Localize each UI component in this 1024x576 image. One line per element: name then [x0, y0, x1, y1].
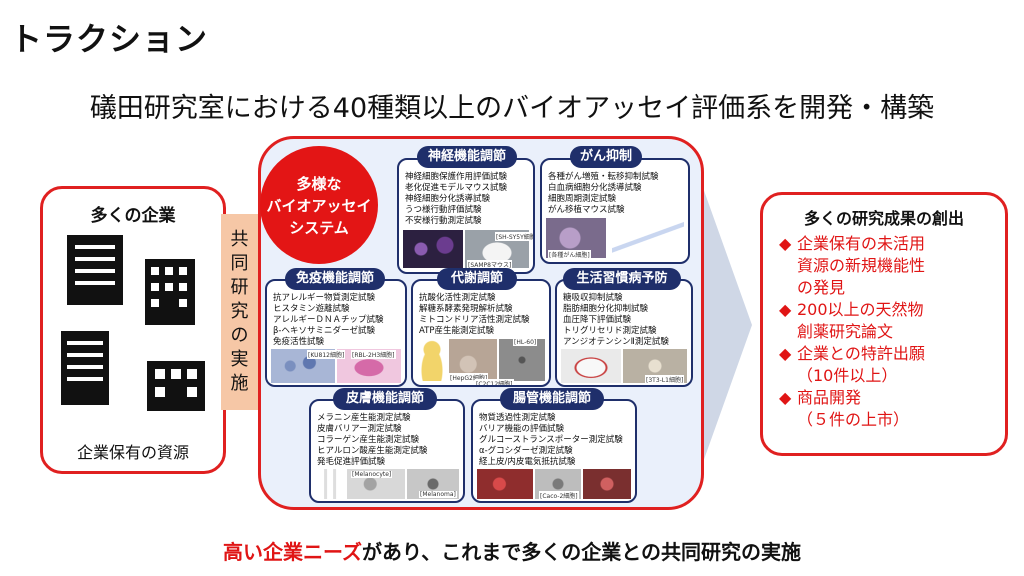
subtitle: 礒田研究室における40種類以上のバイオアッセイ評価系を開発・構築 [89, 93, 935, 124]
panel-immune-title: 免疫機能調節 [285, 268, 385, 290]
skin-tubes-image [315, 469, 345, 499]
result-item: ◆ 企業との特許出願 [779, 344, 925, 363]
bottom-statement: 高い企業ニーズがあり、これまで多くの企業との共同研究の実施 [0, 536, 1024, 565]
panel-lifestyle: 糖吸収抑制試験脂肪細胞分化抑制試験血圧降下評価試験トリグリセリド測定試験アンジオ… [555, 279, 693, 387]
intestine-tissue-image [477, 469, 533, 499]
companies-resources-label: 企業保有の資源 [76, 443, 189, 462]
joint-research-bar [221, 214, 258, 410]
bottom-rest: があり、これまで多くの企業との共同研究の実施 [362, 540, 801, 564]
building-icon [67, 235, 123, 305]
panel-cancer-list: 各種がん増殖・転移抑制試験白血病細胞分化誘導試験細胞周期測定試験がん移植マウス試… [548, 172, 659, 215]
panel-cancer: 各種がん増殖・転移抑制試験白血病細胞分化誘導試験細胞周期測定試験がん移植マウス試… [540, 158, 690, 264]
result-item: ◆ 200以上の天然物創薬研究論文 [779, 300, 924, 341]
diamond-icon: ◆ [779, 388, 792, 407]
diamond-icon: ◆ [779, 234, 792, 253]
research-results-box: 多くの研究成果の創出 ◆ 企業保有の未活用資源の新規機能性の発見 ◆ 200以上… [760, 192, 1008, 456]
research-results-title: 多くの研究成果の創出 [803, 209, 964, 228]
building-icon [61, 331, 109, 405]
building-icon [147, 361, 205, 411]
panel-neuro-list: 神経細胞保護作用評価試験老化促進モデルマウス試験神経細胞分化誘導試験うつ様行動評… [405, 172, 508, 226]
panel-metabolic-title: 代謝調節 [437, 268, 517, 290]
panel-lifestyle-list: 糖吸収抑制試験脂肪細胞分化抑制試験血圧降下評価試験トリグリセリド測定試験アンジオ… [563, 293, 669, 347]
panel-intestine-title: 腸管機能調節 [500, 388, 604, 410]
result-item: ◆ 企業保有の未活用資源の新規機能性の発見 [779, 234, 926, 297]
metabolic-micro-image [499, 339, 545, 381]
bottom-highlight: 高い企業ニーズ [223, 540, 362, 564]
panel-lifestyle-title: 生活習慣病予防 [563, 268, 681, 290]
result-item-sub: （10件以上） [797, 366, 898, 385]
result-item: ◆ 商品開発 [779, 388, 862, 407]
diamond-icon: ◆ [779, 300, 792, 319]
diamond-icon: ◆ [779, 344, 792, 363]
panel-skin: メラニン産生能測定試験皮膚バリアー測定試験コラーゲン産生能測定試験ヒアルロン酸産… [309, 399, 465, 503]
rat-image [561, 349, 621, 383]
caco2-stain-image [583, 469, 631, 499]
bioassay-system-badge: 多様な バイオアッセイ システム [260, 146, 378, 264]
building-icon [145, 259, 195, 325]
joint-research-label: 共同研究の実施 [230, 229, 249, 394]
figure-illustration [417, 339, 447, 381]
panel-neuro-title: 神経機能調節 [417, 146, 517, 168]
page-title: トラクション [10, 20, 209, 58]
cancer-graph-image [612, 218, 684, 258]
neuron-image [403, 230, 463, 268]
arrow-right-icon [697, 171, 752, 479]
research-results-list: ◆ 企業保有の未活用資源の新規機能性の発見 ◆ 200以上の天然物創薬研究論文 … [779, 233, 999, 431]
result-item-sub: （５件の上市） [797, 410, 910, 429]
panel-skin-list: メラニン産生能測定試験皮膚バリアー測定試験コラーゲン産生能測定試験ヒアルロン酸産… [317, 413, 428, 467]
companies-box: 多くの企業 企業保有の資源 [40, 186, 226, 474]
panel-neuro: 神経細胞保護作用評価試験老化促進モデルマウス試験神経細胞分化誘導試験うつ様行動評… [397, 158, 535, 274]
panel-skin-title: 皮膚機能調節 [333, 388, 437, 410]
panel-cancer-title: がん抑制 [570, 146, 642, 168]
companies-title: 多くの企業 [90, 206, 176, 226]
